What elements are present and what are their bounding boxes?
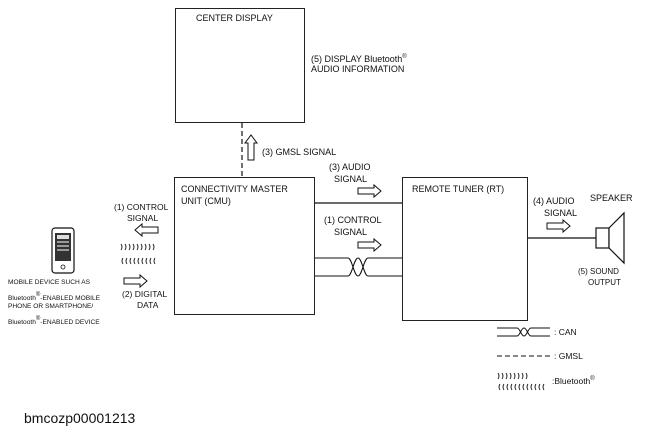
remote-tuner-title: REMOTE TUNER (RT): [412, 184, 505, 194]
cmu-title-line2: UNIT (CMU): [181, 196, 231, 206]
legend-bluetooth-symbol: [497, 372, 545, 391]
audio-arrow-to-rt: [357, 183, 382, 199]
legend-can-label: : CAN: [554, 327, 577, 337]
control-to-rt-line1: (1) CONTROL: [324, 215, 382, 225]
control-arrow-to-mobile: [134, 222, 159, 238]
sound-output-line2: OUTPUT: [588, 278, 621, 287]
control-from-cmu-line1: (1) CONTROL: [114, 202, 169, 212]
audio-to-speaker-line2: SIGNAL: [544, 208, 578, 218]
mobile-desc-line3: PHONE OR SMARTPHONE/: [8, 303, 94, 310]
display-info-line1: (5) DISPLAY Bluetooth®: [311, 54, 407, 64]
audio-to-rt-line2: SIGNAL: [334, 174, 368, 184]
control-from-cmu-line2: SIGNAL: [127, 213, 159, 223]
mobile-desc-line1: MOBILE DEVICE SUCH AS: [8, 279, 91, 286]
gmsl-signal-label: (3) GMSL SIGNAL: [262, 147, 337, 157]
registered-mark: ®: [402, 54, 407, 60]
mobile-phone-icon: [51, 227, 75, 274]
sound-output-line1: (5) SOUND: [578, 267, 619, 276]
digital-data-arrow-to-cmu: [123, 273, 148, 289]
cmu-box: [174, 177, 315, 315]
audio-to-rt-line1: (3) AUDIO: [329, 162, 371, 172]
remote-tuner-box: [402, 177, 528, 321]
gmsl-up-arrow: [244, 134, 258, 161]
cmu-title-line1: CONNECTIVITY MASTER: [181, 184, 288, 194]
center-display-title: CENTER DISPLAY: [196, 13, 273, 23]
legend-gmsl-label: : GMSL: [554, 351, 583, 361]
speaker-title: SPEAKER: [590, 193, 633, 203]
digital-data-line2: DATA: [137, 300, 159, 310]
mobile-desc-line4: Bluetooth®-ENABLED DEVICE: [8, 316, 100, 326]
bluetooth-waves: [120, 243, 156, 265]
legend-bluetooth-label: :Bluetooth®: [552, 376, 595, 386]
can-twisted-pair: [315, 257, 402, 277]
center-display-box: [175, 8, 305, 123]
legend-can-symbol: [497, 327, 550, 337]
figure-code: bmcozp00001213: [24, 410, 136, 426]
control-to-rt-line2: SIGNAL: [334, 227, 368, 237]
digital-data-line1: (2) DIGITAL: [122, 289, 168, 299]
audio-to-speaker-line1: (4) AUDIO: [533, 196, 575, 206]
mobile-desc-line2: Bluetooth®-ENABLED MOBILE: [8, 292, 101, 302]
speaker-icon: [595, 211, 625, 265]
audio-arrow-to-speaker: [546, 218, 571, 234]
display-info-line2: AUDIO INFORMATION: [311, 64, 405, 74]
control-arrow-to-rt: [357, 237, 382, 253]
